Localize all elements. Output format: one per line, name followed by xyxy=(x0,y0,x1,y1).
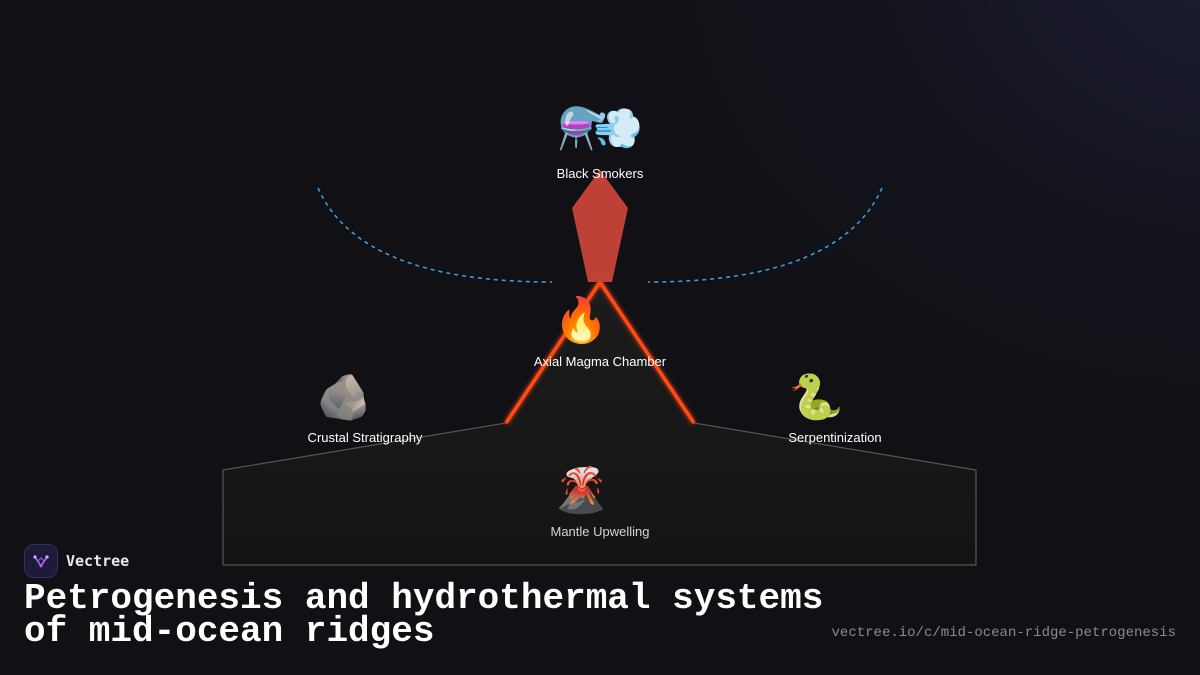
node-axial-magma-chamber: 🔥 Axial Magma Chamber xyxy=(534,296,666,369)
flask-steam-icon: ⚗️💨 xyxy=(557,107,643,151)
circulation-arc-right xyxy=(647,187,883,283)
node-serpentinization: 🐍 Serpentinization xyxy=(788,373,881,445)
circulation-arc-left xyxy=(317,187,553,283)
rock-icon: 🪨 xyxy=(316,373,372,422)
brand[interactable]: Vectree xyxy=(24,544,129,578)
node-label: Black Smokers xyxy=(556,166,644,181)
node-label: Mantle Upwelling xyxy=(550,524,650,539)
source-url[interactable]: vectree.io/c/mid-ocean-ridge-petrogenesi… xyxy=(831,625,1176,641)
vectree-logo-icon xyxy=(24,544,58,578)
page-title: Petrogenesis and hydrothermal systems of… xyxy=(24,578,824,652)
vent-plume xyxy=(572,170,628,282)
brand-name: Vectree xyxy=(66,552,130,570)
node-crustal-stratigraphy: 🪨 Crustal Stratigraphy xyxy=(308,373,423,445)
node-label: Serpentinization xyxy=(788,430,882,445)
node-label: Crustal Stratigraphy xyxy=(307,430,423,445)
snake-icon: 🐍 xyxy=(788,373,844,422)
fire-icon: 🔥 xyxy=(553,296,609,345)
node-mantle-upwelling: 🌋 Mantle Upwelling xyxy=(551,466,650,539)
node-label: Axial Magma Chamber xyxy=(533,354,667,369)
node-black-smokers: ⚗️💨 Black Smokers xyxy=(557,104,644,181)
volcano-icon: 🌋 xyxy=(553,466,609,515)
